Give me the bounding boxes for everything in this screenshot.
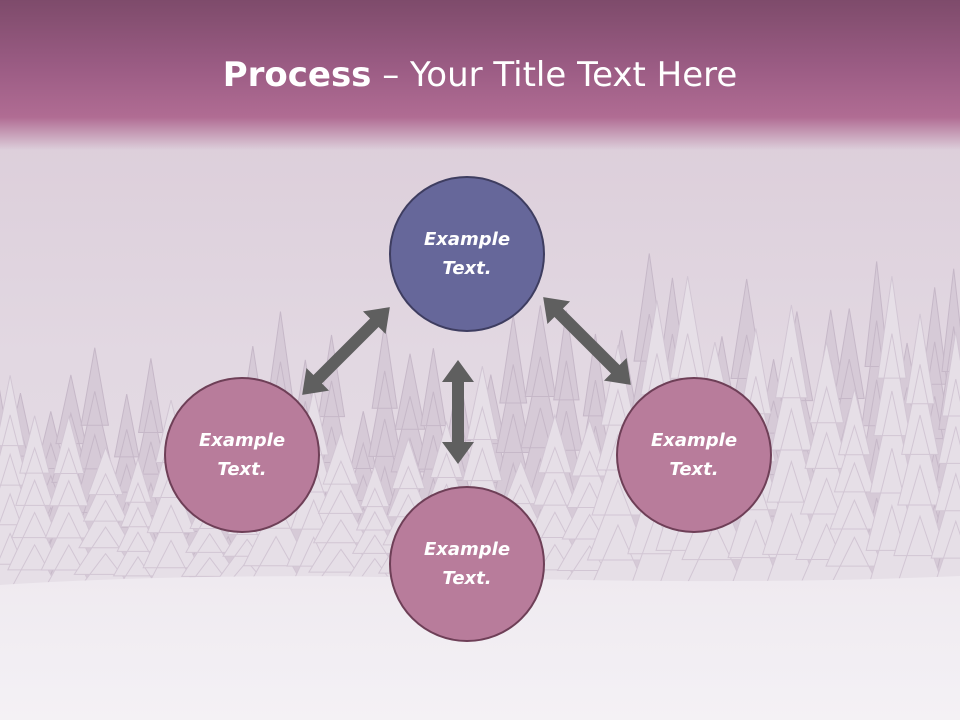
title-rest: – Your Title Text Here (371, 55, 738, 95)
node-text-line1: Example (198, 430, 286, 451)
slide-title: Process – Your Title Text Here (0, 54, 960, 96)
node-text-line2: Text. (442, 258, 492, 279)
node-text-line2: Text. (217, 459, 267, 480)
pine-tree (36, 414, 102, 603)
title-bold: Process (222, 55, 372, 95)
title-bar (0, 0, 960, 150)
arrow-top-right (543, 297, 631, 385)
node-text-line1: Example (423, 229, 511, 250)
process-node-right[interactable]: Example Text. (616, 377, 772, 533)
arrow-vertical (442, 360, 474, 464)
node-text-line1: Example (423, 539, 511, 560)
node-text-line1: Example (650, 430, 738, 451)
pine-tree (926, 331, 960, 607)
process-node-bottom[interactable]: Example Text. (389, 486, 545, 642)
pine-tree (889, 313, 951, 607)
process-node-left[interactable]: Example Text. (164, 377, 320, 533)
process-node-top[interactable]: Example Text. (389, 176, 545, 332)
node-text-line2: Text. (442, 568, 492, 589)
arrow-top-left (302, 307, 390, 395)
node-text-line2: Text. (669, 459, 719, 480)
pine-tree (0, 375, 41, 605)
